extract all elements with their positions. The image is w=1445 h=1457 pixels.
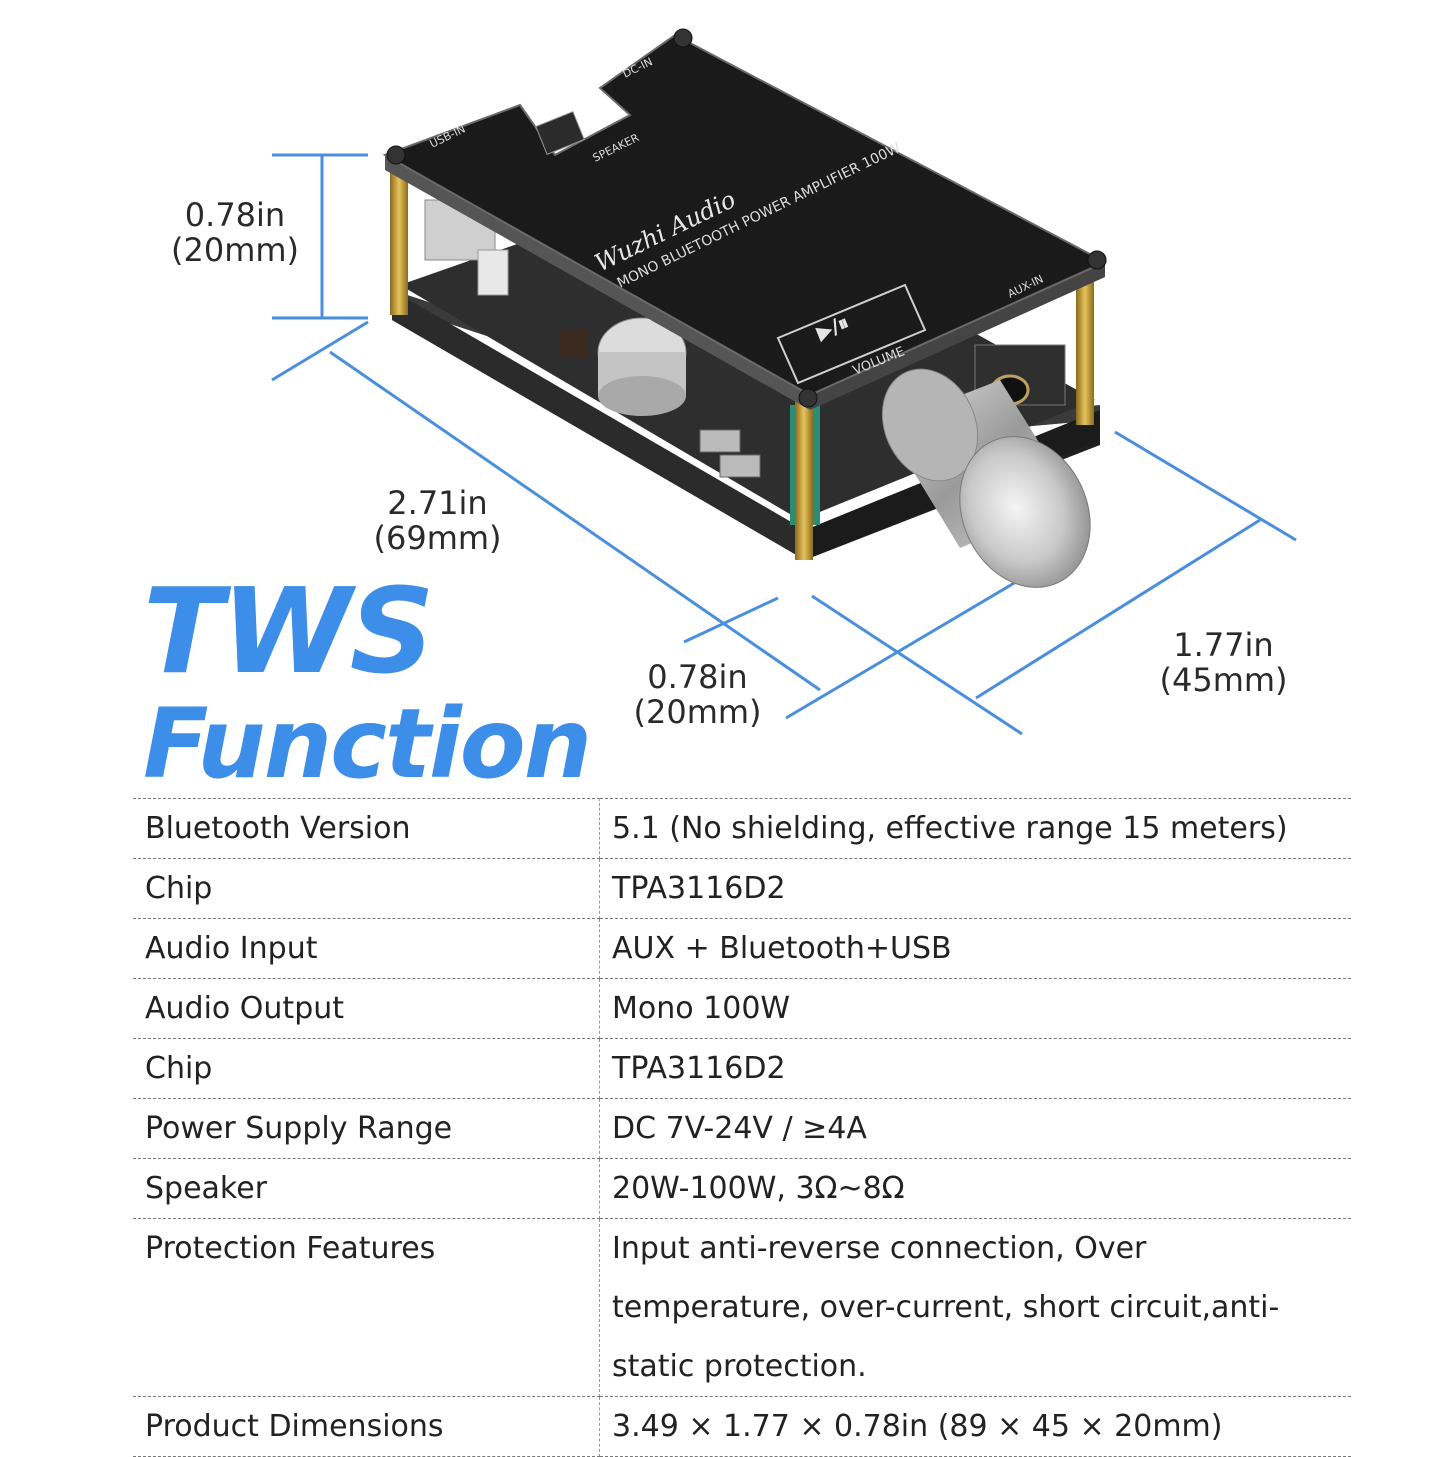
spec-key: Power Supply Range <box>133 1098 600 1159</box>
table-row: Chip TPA3116D2 <box>133 1038 1351 1099</box>
spec-value: Mono 100W <box>599 978 1351 1039</box>
length-dimension-label: 2.71in (69mm) <box>373 484 502 557</box>
spec-key: Chip <box>133 858 600 919</box>
screw-icons <box>386 28 1107 408</box>
height-dimension-label: 0.78in (20mm) <box>170 196 300 269</box>
amplifier-illustration: MONO BLUETOOTH POWER AMPLIFIER 100W Wuzh… <box>271 28 1297 736</box>
table-row: Product Dimensions 3.49 × 1.77 × 0.78in … <box>133 1396 1351 1457</box>
spec-value: DC 7V-24V / ≥4A <box>599 1098 1351 1159</box>
table-row: Audio Output Mono 100W <box>133 978 1351 1039</box>
headline-line-2: Function <box>143 688 592 800</box>
spec-value: TPA3116D2 <box>599 858 1351 919</box>
headline: TWS Function <box>143 562 592 800</box>
table-row: Audio Input AUX + Bluetooth+USB <box>133 918 1351 979</box>
spec-key: Product Dimensions <box>133 1396 600 1457</box>
spec-key: Chip <box>133 1038 600 1099</box>
headline-line-1: TWS <box>143 562 435 700</box>
width-dimension-label: 1.77in (45mm) <box>1159 626 1288 699</box>
table-row: Chip TPA3116D2 <box>133 858 1351 919</box>
table-row: Power Supply Range DC 7V-24V / ≥4A <box>133 1098 1351 1159</box>
spec-value: 5.1 (No shielding, effective range 15 me… <box>599 798 1351 859</box>
spec-key: Audio Input <box>133 918 600 979</box>
spec-value: 20W-100W, 3Ω~8Ω <box>599 1158 1351 1219</box>
spec-key: Audio Output <box>133 978 600 1039</box>
spec-value: TPA3116D2 <box>599 1038 1351 1099</box>
dimension-lines <box>271 153 1297 736</box>
top-plate: MONO BLUETOOTH POWER AMPLIFIER 100W Wuzh… <box>382 28 1108 410</box>
depth-dimension-label: 0.78in (20mm) <box>633 658 762 731</box>
spec-value: 3.49 × 1.77 × 0.78in (89 × 45 × 20mm) <box>599 1396 1351 1457</box>
spec-value: Input anti-reverse connection, Over temp… <box>599 1218 1351 1397</box>
table-row: Speaker 20W-100W, 3Ω~8Ω <box>133 1158 1351 1219</box>
spec-table: Bluetooth Version 5.1 (No shielding, eff… <box>133 798 1351 1457</box>
volume-knob <box>881 368 1091 588</box>
spec-key: Bluetooth Version <box>133 798 600 859</box>
table-row: Bluetooth Version 5.1 (No shielding, eff… <box>133 798 1351 859</box>
spec-key: Speaker <box>133 1158 600 1219</box>
spec-value: AUX + Bluetooth+USB <box>599 918 1351 979</box>
spec-key: Protection Features <box>133 1218 600 1397</box>
brass-standoffs <box>390 165 1094 560</box>
table-row: Protection Features Input anti-reverse c… <box>133 1218 1351 1397</box>
